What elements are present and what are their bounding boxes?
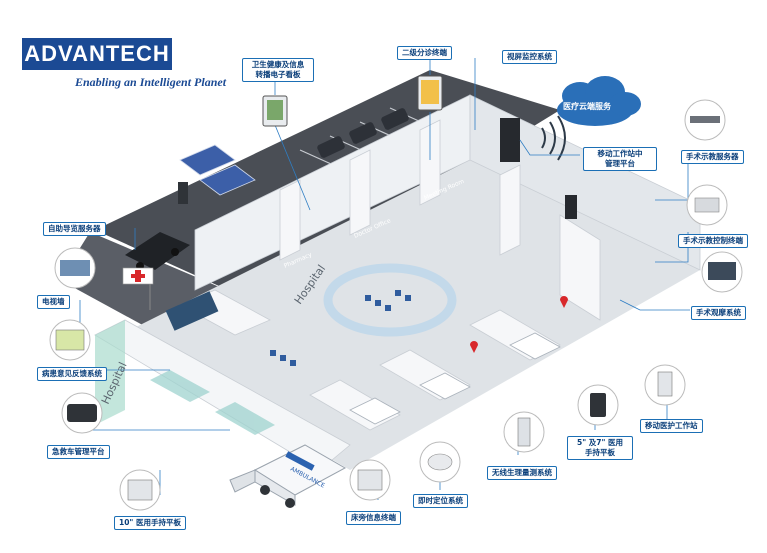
front-windows (150, 370, 275, 435)
label-video-monitor: 视屏监控系统 (502, 50, 557, 64)
device-rtls-icon (419, 441, 461, 483)
device-tv-wall-icon (54, 247, 96, 289)
location-pins (470, 296, 568, 353)
device-triage-terminal-icon (417, 75, 443, 111)
label-tablet-5-7: 5" 及7" 医用 手持平板 (567, 436, 633, 460)
label-ward-call: 病患意见反馈系统 (37, 367, 107, 381)
patient-beds (349, 332, 561, 425)
device-surgery-screen-icon (701, 251, 743, 293)
left-glass-wall (95, 320, 125, 425)
device-tablet-10-icon (119, 469, 161, 511)
reception-desk (323, 263, 457, 337)
device-ambulance-platform-icon (61, 392, 103, 434)
device-wireless-vitals-icon (503, 411, 545, 453)
device-ward-call-icon (49, 319, 91, 361)
ambulance-vehicle (229, 444, 347, 508)
label-tv-wall: 电视墙 (37, 295, 70, 309)
label-triage-terminal: 二级分诊终端 (397, 46, 452, 60)
label-tablet-10: 10" 医用手持平板 (114, 516, 186, 530)
device-health-board-icon (262, 95, 288, 127)
label-rtls: 即时定位系统 (413, 494, 468, 508)
trash-bin (178, 182, 188, 204)
device-surgery-control-icon (686, 184, 728, 226)
label-surgery-server: 手术示教服务器 (681, 150, 744, 164)
wireless-signal (541, 115, 566, 161)
parked-cars (317, 108, 409, 158)
label-mobile-work-center: 移动工作站中 管理平台 (583, 147, 657, 171)
server-racks (500, 118, 577, 219)
advantech-logo: ADVANTECH (22, 38, 172, 70)
label-wireless-vitals: 无线生理量测系统 (487, 466, 557, 480)
label-health-board: 卫生健康及信息 转播电子看板 (242, 58, 314, 82)
device-mobile-nursing-icon (644, 364, 686, 406)
solar-panels (179, 144, 256, 196)
device-surgery-server-icon (684, 99, 726, 141)
cloud-label: 医疗云端服务 (563, 102, 611, 111)
cloud-shape (557, 76, 641, 126)
lobby-video-wall (165, 291, 219, 331)
waiting-seats (270, 290, 411, 366)
device-tablet-5-7-icon (577, 384, 619, 426)
label-ambulance-platform: 急救车管理平台 (47, 445, 110, 459)
label-self-service: 自助导览服务器 (43, 222, 106, 236)
brand-tagline: Enabling an Intelligent Planet (75, 75, 227, 89)
red-cross-sign (122, 267, 154, 310)
label-surgery-control: 手术示教控制终端 (678, 234, 748, 248)
label-surgery-screen: 手术观摩系统 (691, 306, 746, 320)
label-mobile-nursing: 移动医护工作站 (640, 419, 703, 433)
label-bedside-terminal: 床旁信息终端 (346, 511, 401, 525)
building-floor (120, 160, 700, 470)
device-bedside-terminal-icon (349, 459, 391, 501)
